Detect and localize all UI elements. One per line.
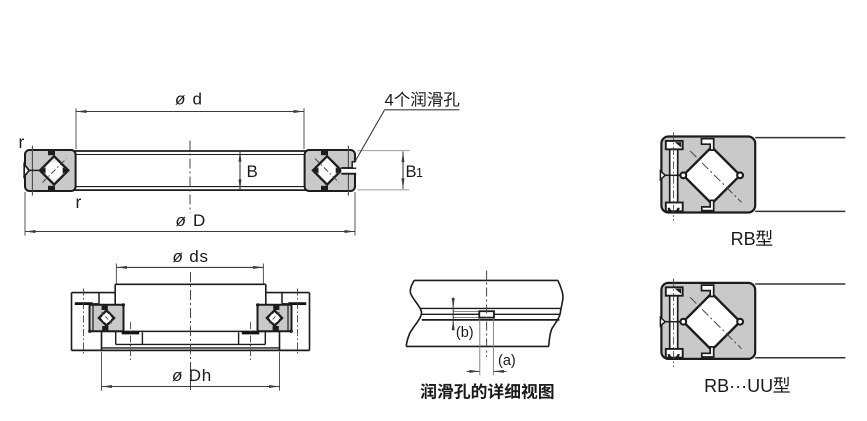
svg-text:ø d: ø d [175,89,203,108]
svg-text:ø ds: ø ds [173,247,209,266]
svg-text:(b): (b) [456,325,474,341]
svg-text:ø Dh: ø Dh [172,366,212,385]
svg-text:B: B [247,162,258,181]
svg-text:B: B [406,163,417,181]
svg-text:RB: RB [731,229,756,249]
svg-text:RB···UU: RB···UU [704,376,773,396]
svg-text:r: r [19,132,25,152]
svg-text:ø D: ø D [176,211,207,230]
svg-text:(a): (a) [498,353,516,369]
svg-text:4: 4 [385,91,394,109]
svg-text:r: r [76,192,82,212]
svg-text:1: 1 [416,166,423,180]
